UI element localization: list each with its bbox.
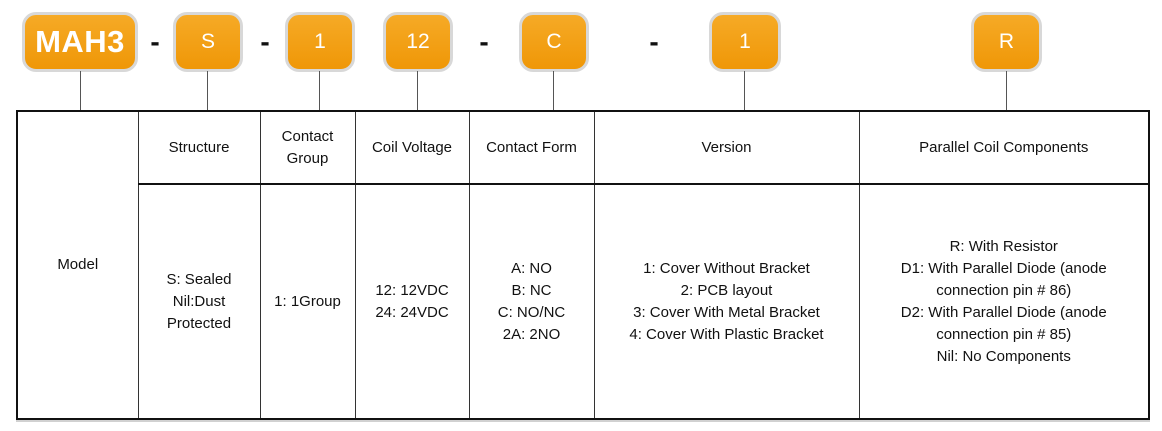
option-line: A: NO (511, 259, 552, 277)
option-line: D1: With Parallel Diode (anode (900, 259, 1107, 277)
part-segment-model-badge: MAH3 (22, 12, 138, 72)
option-line: Nil:Dust (172, 292, 226, 310)
connector-line-contact-group (319, 71, 320, 111)
option-line: 1: Cover Without Bracket (643, 259, 810, 277)
connector-line-version (744, 71, 745, 111)
separator-dash: - (479, 26, 489, 57)
option-line: Nil: No Components (936, 347, 1071, 365)
connector-line-parallel-components (1006, 71, 1007, 111)
part-segment-contact-form-badge: C (519, 12, 589, 72)
ordering-table: Model Structure Contact Group Coil Volta… (16, 110, 1150, 420)
option-line: B: NC (511, 281, 552, 299)
option-line: 3: Cover With Metal Bracket (633, 303, 820, 321)
separator-dash: - (150, 26, 160, 57)
connector-line-structure (207, 71, 208, 111)
part-segment-structure-badge: S (173, 12, 243, 72)
col-header-structure: Structure (137, 110, 261, 185)
contact-group-options: 1: 1Group (259, 183, 356, 420)
col-header-coil-voltage: Coil Voltage (354, 110, 470, 185)
separator-dash: - (649, 26, 659, 57)
option-line: 4: Cover With Plastic Bracket (629, 325, 824, 343)
col-header-contact-group: Contact Group (259, 110, 356, 185)
option-line: 12: 12VDC (375, 281, 449, 299)
option-line: S: Sealed (166, 270, 232, 288)
option-line: connection pin # 85) (936, 325, 1072, 343)
option-line: 24: 24VDC (375, 303, 449, 321)
option-line: 2A: 2NO (502, 325, 561, 343)
option-line: R: With Resistor (949, 237, 1058, 255)
connector-line-coil-voltage (417, 71, 418, 111)
col-header-parallel-components: Parallel Coil Components (858, 110, 1150, 185)
option-line: Protected (166, 314, 232, 332)
option-line: connection pin # 86) (936, 281, 1072, 299)
col-header-version: Version (593, 110, 860, 185)
version-options: 1: Cover Without Bracket 2: PCB layout 3: … (593, 183, 860, 420)
connector-line-contact-form (553, 71, 554, 111)
model-row-label: Model (16, 110, 139, 420)
col-header-contact-form: Contact Form (468, 110, 595, 185)
option-line: 2: PCB layout (680, 281, 773, 299)
option-line: C: NO/NC (497, 303, 566, 321)
separator-dash: - (260, 26, 270, 57)
part-segment-contact-group-badge: 1 (285, 12, 355, 72)
part-segment-version-badge: 1 (709, 12, 781, 72)
part-segment-parallel-components-badge: R (971, 12, 1042, 72)
coil-voltage-options: 12: 12VDC 24: 24VDC (354, 183, 470, 420)
part-segment-coil-voltage-badge: 12 (383, 12, 453, 72)
contact-form-options: A: NO B: NC C: NO/NC 2A: 2NO (468, 183, 595, 420)
option-line: 1: 1Group (274, 292, 341, 310)
option-line: D2: With Parallel Diode (anode (900, 303, 1107, 321)
connector-line-model (80, 71, 81, 111)
